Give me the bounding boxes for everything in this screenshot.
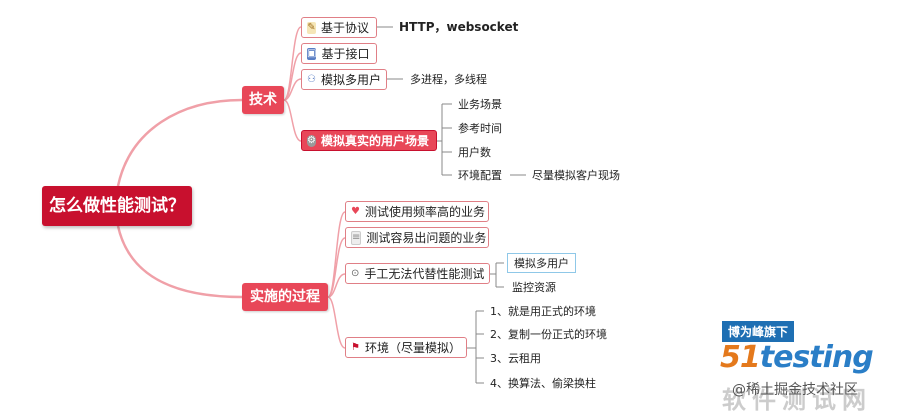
multiuser-detail-text: 多进程，多线程 — [410, 72, 487, 86]
node-freq[interactable]: ♥ 测试使用频率高的业务 — [345, 201, 489, 222]
env-child-3: 3、云租用 — [490, 351, 541, 365]
tech-to-scene-connector — [283, 99, 302, 142]
node-manual-label: 手工无法代替性能测试 — [364, 266, 485, 281]
root-label: 怎么做性能测试？ — [49, 195, 185, 216]
manual-child-multiuser: 模拟多用户 — [507, 253, 576, 273]
branch-tech[interactable]: 技术 — [242, 86, 284, 114]
node-scene-label: 模拟真实的用户场景 — [320, 133, 429, 148]
node-env-label: 环境（尽量模拟） — [364, 340, 461, 355]
node-protocol-label: 基于协议 — [320, 20, 369, 35]
env-config-detail-text: 尽量模拟客户现场 — [532, 168, 620, 182]
manual-child-monitor: 监控资源 — [512, 280, 556, 294]
watermark-text-label: @稀土掘金技术社区 — [732, 382, 858, 398]
env-child-2: 2、复制一份正式的环境 — [490, 327, 607, 341]
watermark-sub-text: 软件测试网 — [722, 386, 872, 414]
env-child-1: 1、就是用正式的环境 — [490, 304, 596, 318]
node-protocol[interactable]: ✎ 基于协议 — [301, 17, 377, 38]
scene-child-time-text: 参考时间 — [458, 121, 502, 135]
process-to-manual-connector — [327, 273, 346, 298]
node-interface-label: 基于接口 — [321, 46, 370, 61]
node-freq-label: 测试使用频率高的业务 — [364, 204, 485, 219]
process-to-prone-connector — [327, 237, 346, 298]
branch-process[interactable]: 实施的过程 — [242, 283, 328, 311]
clock-icon: ⊙ — [351, 267, 360, 279]
scene-child-users-text: 用户数 — [458, 145, 491, 159]
watermark-sub: 软件测试网 — [722, 380, 872, 415]
env-config-detail: 尽量模拟客户现场 — [532, 168, 620, 182]
scene-child-business-text: 业务场景 — [458, 97, 502, 111]
interface-icon: ▣ — [307, 47, 317, 60]
env-child-4: 4、换算法、偷梁换柱 — [490, 376, 596, 390]
node-multiuser[interactable]: ⚇ 模拟多用户 — [301, 69, 387, 90]
manual-child-monitor-text: 监控资源 — [512, 280, 556, 294]
node-scene[interactable]: ⚙ 模拟真实的用户场景 — [301, 130, 437, 151]
heart-icon: ♥ — [351, 205, 360, 217]
process-to-env-connector — [327, 296, 346, 349]
scene-child-env-text: 环境配置 — [458, 168, 502, 182]
manual-children-connector — [490, 262, 504, 288]
notepad-icon: ✎ — [307, 21, 316, 34]
node-interface[interactable]: ▣ 基于接口 — [301, 43, 377, 64]
env-child-1-text: 1、就是用正式的环境 — [490, 304, 596, 318]
branch-tech-label: 技术 — [249, 92, 277, 108]
scene-child-business: 业务场景 — [458, 97, 502, 111]
branch-process-label: 实施的过程 — [250, 289, 320, 305]
watermark-tag: 博为峰旗下 — [722, 321, 795, 342]
protocol-detail: HTTP，websocket — [399, 20, 518, 34]
watermark-text: @稀土掘金技术社区 — [732, 379, 858, 399]
scene-children-connector — [437, 103, 452, 176]
document-icon: ≡ — [351, 230, 362, 245]
node-prone[interactable]: ≡ 测试容易出问题的业务 — [345, 227, 489, 248]
watermark-logo-num: 51 — [720, 340, 761, 375]
scene-child-env: 环境配置 — [458, 168, 502, 182]
network-icon: ⚇ — [307, 73, 316, 85]
env-child-4-text: 4、换算法、偷梁换柱 — [490, 376, 596, 390]
env-children-connector — [467, 310, 484, 384]
node-multiuser-label: 模拟多用户 — [320, 72, 381, 87]
root-node[interactable]: 怎么做性能测试？ — [42, 186, 192, 226]
flag-icon: ⚑ — [351, 341, 360, 353]
protocol-detail-text: HTTP，websocket — [399, 20, 519, 34]
multiuser-detail: 多进程，多线程 — [410, 72, 487, 86]
node-manual[interactable]: ⊙ 手工无法代替性能测试 — [345, 263, 490, 284]
scene-child-users: 用户数 — [458, 145, 491, 159]
watermark-logo-word: testing — [759, 340, 874, 375]
tech-to-multiuser-connector — [283, 78, 302, 101]
watermark-logo: 51testing — [720, 340, 874, 375]
node-env[interactable]: ⚑ 环境（尽量模拟） — [345, 337, 467, 358]
node-prone-label: 测试容易出问题的业务 — [366, 230, 487, 245]
manual-child-multiuser-text: 模拟多用户 — [514, 256, 569, 270]
gear-icon: ⚙ — [307, 134, 316, 147]
env-child-2-text: 2、复制一份正式的环境 — [490, 327, 607, 341]
root-to-process-connector — [116, 225, 243, 299]
root-to-tech-connector — [116, 98, 243, 187]
env-child-3-text: 3、云租用 — [490, 351, 541, 365]
watermark-tag-text: 博为峰旗下 — [728, 325, 789, 339]
scene-child-time: 参考时间 — [458, 121, 502, 135]
